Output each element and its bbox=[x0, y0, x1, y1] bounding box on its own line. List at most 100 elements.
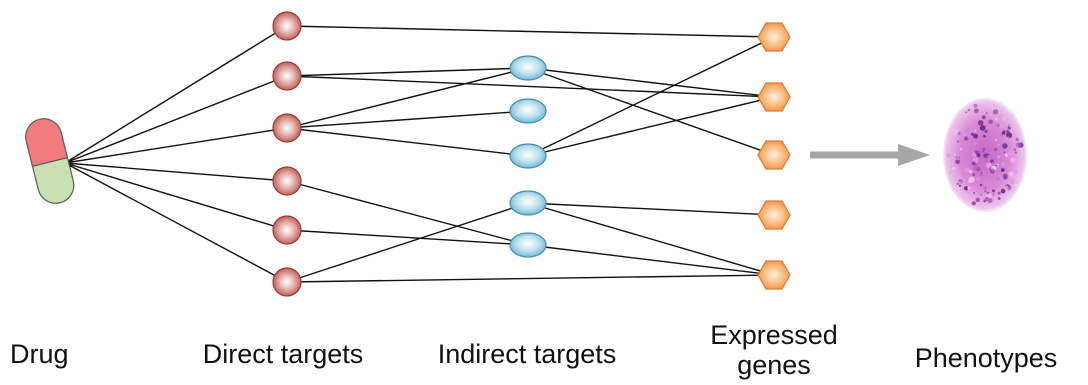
tissue-spot bbox=[1000, 134, 1004, 137]
tissue-spot bbox=[984, 190, 987, 193]
tissue-spot bbox=[976, 166, 981, 172]
direct-target-node bbox=[272, 166, 302, 196]
tissue-spot bbox=[999, 114, 1005, 119]
tissue-spot bbox=[1004, 153, 1008, 157]
tissue-spot bbox=[982, 150, 984, 152]
tissue-spot bbox=[1015, 142, 1021, 148]
expressed-genes-label: Expressed genes bbox=[710, 320, 838, 380]
edge-d3-i2 bbox=[286, 110, 529, 129]
indirect-targets-label: Indirect targets bbox=[437, 339, 617, 369]
tissue-spot bbox=[969, 170, 972, 174]
tissue-spot bbox=[994, 148, 998, 152]
tissue-spot bbox=[979, 183, 983, 187]
tissue-spot bbox=[1002, 173, 1008, 179]
edge-i5-g5 bbox=[527, 244, 775, 276]
phenotypes-label: Phenotypes bbox=[914, 343, 1058, 373]
tissue-spot bbox=[1013, 169, 1018, 174]
tissue-spot bbox=[993, 109, 999, 115]
tissue-spot bbox=[976, 177, 981, 181]
tissue-spot bbox=[1005, 136, 1011, 142]
edge-drug-d1 bbox=[64, 25, 288, 164]
tissue-spot bbox=[997, 155, 1001, 159]
tissue-spot bbox=[964, 136, 969, 141]
drug-label: Drug bbox=[10, 339, 69, 369]
edge-d3-i1 bbox=[286, 67, 529, 129]
edge-drug-d6 bbox=[64, 162, 288, 283]
tissue-spot bbox=[988, 154, 991, 156]
edge-drug-d4 bbox=[64, 162, 288, 182]
tissue-spot bbox=[955, 159, 960, 165]
edge-d4-i5 bbox=[286, 180, 529, 246]
tissue-spot bbox=[986, 153, 989, 156]
tissue-spot bbox=[992, 103, 995, 106]
tissue-spot bbox=[995, 139, 997, 141]
tissue-spot bbox=[972, 167, 977, 171]
tissue-spot bbox=[953, 153, 956, 156]
pill-top-half bbox=[25, 118, 69, 168]
indirect-target-node bbox=[509, 98, 547, 124]
tissue-spot bbox=[1007, 126, 1011, 130]
tissue-spot bbox=[1013, 148, 1016, 151]
tissue-spot bbox=[974, 129, 977, 132]
pill-bottom-half bbox=[31, 156, 75, 204]
tissue-spot bbox=[974, 108, 979, 114]
expressed-gene-node bbox=[757, 260, 791, 290]
edge-d2-i1 bbox=[286, 67, 529, 77]
tissue-spot bbox=[983, 134, 986, 138]
tissue-spot bbox=[985, 112, 988, 115]
tissue-spot bbox=[997, 191, 1001, 195]
tissue-spot bbox=[992, 189, 995, 193]
indirect-targets-group bbox=[509, 55, 547, 258]
tissue-spot bbox=[981, 115, 986, 120]
tissue-spot bbox=[1004, 185, 1009, 191]
tissue-spot bbox=[1006, 194, 1009, 197]
expressed-genes-label-line1: Expressed bbox=[710, 320, 838, 350]
edge-d2-g2 bbox=[286, 75, 775, 98]
tissue-spot bbox=[955, 156, 958, 159]
tissue-spot bbox=[948, 171, 952, 174]
tissue-spot bbox=[957, 140, 960, 143]
tissue-spot bbox=[1008, 171, 1014, 177]
edge-drug-d3 bbox=[64, 127, 288, 164]
tissue-spot bbox=[1006, 130, 1010, 135]
expressed-genes-group bbox=[757, 22, 791, 290]
expressed-gene-node bbox=[757, 200, 791, 230]
tissue-spot bbox=[959, 148, 962, 151]
tissue-spot bbox=[967, 178, 973, 184]
tissue-spot bbox=[958, 184, 962, 188]
tissue-spot bbox=[997, 197, 1001, 200]
edge-d1-g1 bbox=[286, 25, 775, 38]
tissue-histology-icon bbox=[943, 98, 1027, 212]
tissue-spot bbox=[995, 164, 998, 167]
expressed-genes-label-line2: genes bbox=[737, 350, 811, 380]
expressed-gene-node bbox=[757, 22, 791, 52]
indirect-target-node bbox=[509, 232, 547, 258]
tissue-spot bbox=[974, 163, 979, 168]
direct-targets-label: Direct targets bbox=[202, 339, 364, 369]
tissue-spot bbox=[1002, 143, 1008, 149]
tissue-spot bbox=[980, 173, 983, 176]
edge-i4-g5 bbox=[527, 202, 775, 276]
direct-target-node bbox=[272, 11, 302, 41]
edge-d5-i5 bbox=[286, 229, 529, 246]
indirect-target-node bbox=[509, 190, 547, 216]
tissue-spot bbox=[949, 165, 952, 168]
tissue-spot bbox=[973, 192, 975, 194]
tissue-spot bbox=[980, 171, 983, 174]
edge-drug-d2 bbox=[64, 75, 288, 164]
tissue-spot bbox=[946, 153, 952, 158]
edge-d3-i3 bbox=[286, 127, 529, 157]
edge-i1-g2 bbox=[527, 67, 775, 98]
tissue-spot bbox=[967, 186, 971, 190]
tissue-spot bbox=[992, 193, 995, 196]
tissue-spot bbox=[956, 182, 959, 186]
edge-d6-g5 bbox=[286, 274, 775, 283]
tissue-spot bbox=[973, 133, 979, 139]
expressed-gene-node bbox=[757, 140, 791, 170]
edge-i3-g2 bbox=[527, 96, 775, 157]
tissue-spot bbox=[1001, 162, 1005, 167]
tissue-spot bbox=[983, 153, 987, 158]
expressed-gene-node bbox=[757, 82, 791, 112]
edge-d6-i4 bbox=[286, 202, 529, 283]
